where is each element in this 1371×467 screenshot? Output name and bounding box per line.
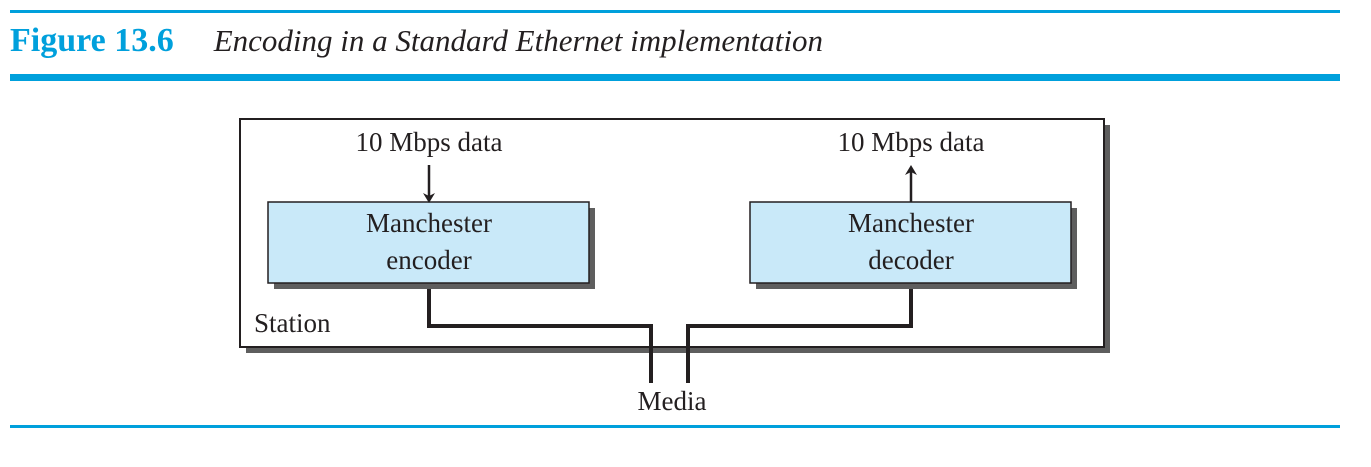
decoder-label-line2: decoder (868, 245, 953, 275)
top-rule (10, 10, 1340, 13)
encoder-label-line2: encoder (386, 245, 471, 275)
manchester-decoder-box (749, 201, 1077, 289)
decoder-media-wire (686, 289, 913, 383)
caption-rule (10, 74, 1340, 81)
encoder-input-label: 10 Mbps data (356, 127, 503, 157)
media-label: Media (638, 386, 707, 416)
figure-caption: Figure 13.6 Encoding in a Standard Ether… (10, 22, 823, 66)
manchester-encoder-box (267, 201, 595, 289)
bottom-rule (10, 425, 1340, 428)
decoder-label-line1: Manchester (848, 208, 974, 238)
station-label: Station (254, 308, 331, 338)
figure-title: Encoding in a Standard Ethernet implemen… (213, 23, 824, 58)
encoder-media-wire (427, 289, 653, 383)
encoder-label-line1: Manchester (366, 208, 492, 238)
decoder-output-label: 10 Mbps data (838, 127, 985, 157)
figure-number: Figure 13.6 (10, 22, 174, 59)
